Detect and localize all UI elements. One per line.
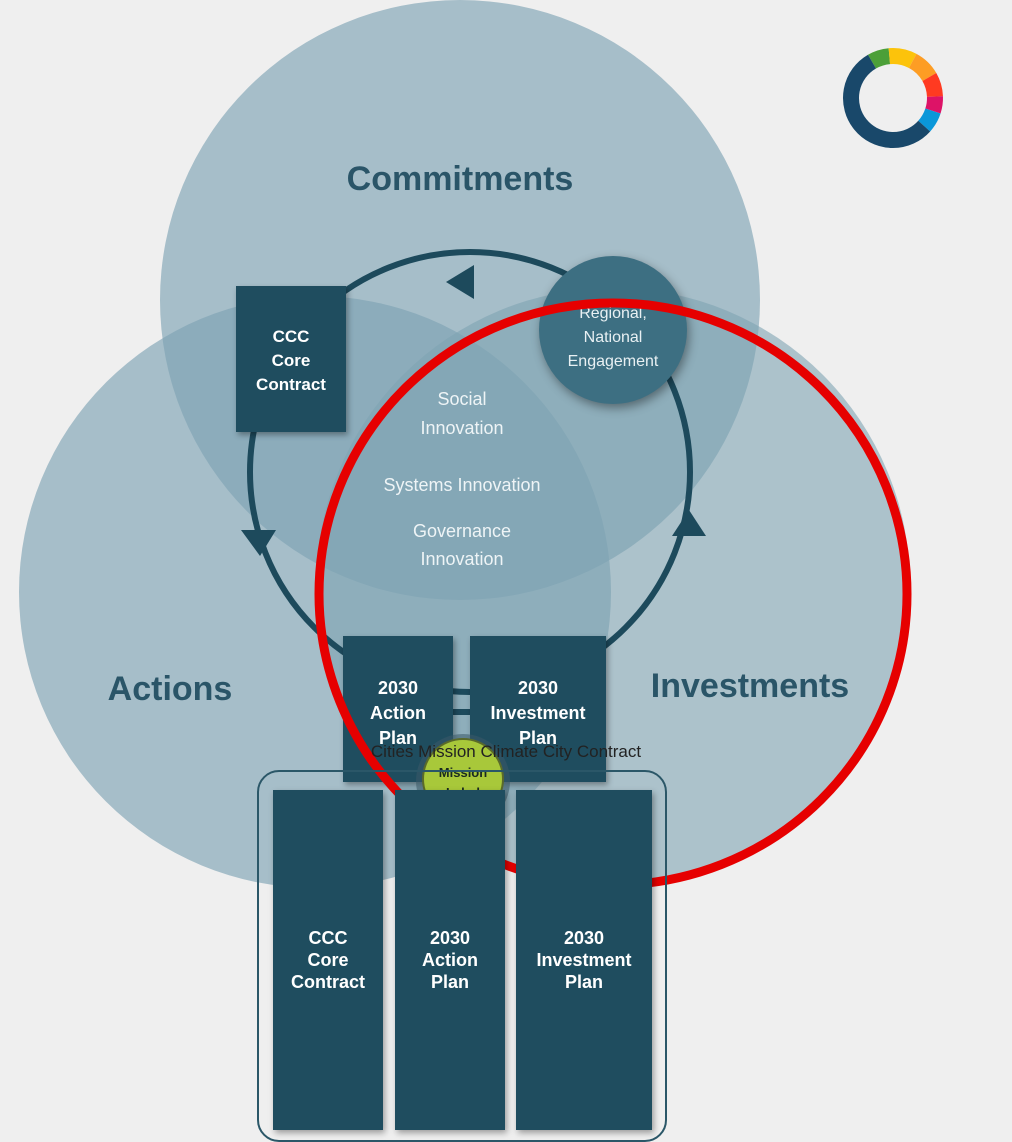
commitments-title: Commitments xyxy=(347,160,574,198)
logo-segment xyxy=(888,48,917,69)
social-innovation-line-2: Innovation xyxy=(420,418,503,438)
innovation-labels: Social Innovation Systems Innovation Gov… xyxy=(383,389,540,569)
bottom-action-line-3: Plan xyxy=(430,972,469,992)
cycle-arrow-right xyxy=(672,510,706,536)
bottom-ccc-line-2: Core xyxy=(307,950,349,970)
social-innovation-line-1: Social xyxy=(437,389,486,409)
action-plan-line-1: 2030 xyxy=(378,678,418,698)
logo-segment xyxy=(925,96,943,114)
investments-title: Investments xyxy=(651,667,849,705)
bottom-ccc-core-contract-box: CCC Core Contract xyxy=(273,790,383,1130)
investments-circle xyxy=(316,288,910,882)
ccc-line-3: Contract xyxy=(256,375,326,394)
engagement-line-2: National xyxy=(584,329,643,346)
colorful-ring-logo xyxy=(843,48,943,148)
bottom-action-line-1: 2030 xyxy=(429,928,471,948)
governance-innovation-line-2: Innovation xyxy=(420,549,503,569)
ccc-line-1: CCC xyxy=(273,327,310,346)
contract-frame xyxy=(257,770,667,1142)
mission-label-line-1: Mission xyxy=(439,765,487,780)
logo-segment xyxy=(918,108,941,132)
investment-plan-line-2: Investment xyxy=(490,703,585,723)
ccc-core-contract-box: CCC Core Contract xyxy=(236,286,346,432)
action-plan-line-2: Action xyxy=(370,703,426,723)
bottom-investment-line-3: Plan xyxy=(564,972,603,992)
governance-innovation-line-1: Governance xyxy=(413,521,511,541)
bottom-investment-plan-box: 2030 Investment Plan xyxy=(516,790,652,1130)
bottom-ccc-line-1: CCC xyxy=(308,928,348,948)
cycle-arrow-left xyxy=(241,530,276,556)
logo-segment xyxy=(908,53,937,82)
bottom-investment-line-1: 2030 xyxy=(563,928,605,948)
engagement-line-1: Regional, xyxy=(579,305,647,322)
investment-plan-line-1: 2030 xyxy=(518,678,558,698)
actions-title: Actions xyxy=(108,670,233,708)
logo-segment xyxy=(843,54,931,148)
bottom-investment-line-2: Investment xyxy=(536,950,632,970)
systems-innovation: Systems Innovation xyxy=(383,475,540,495)
logo-segment xyxy=(868,48,891,69)
bottom-action-plan-box: 2030 Action Plan xyxy=(395,790,505,1130)
engagement-circle: Regional, National Engagement xyxy=(539,256,687,404)
logo-segment xyxy=(922,73,943,98)
action-plan-line-3: Plan xyxy=(379,728,417,748)
bottom-caption: Cities Mission Climate City Contract xyxy=(370,742,642,761)
cycle-arrow-top xyxy=(446,265,474,299)
bottom-ccc-line-3: Contract xyxy=(290,972,365,992)
engagement-line-3: Engagement xyxy=(568,353,659,370)
ccc-line-2: Core xyxy=(272,351,311,370)
investment-plan-line-3: Plan xyxy=(519,728,557,748)
bottom-action-line-2: Action xyxy=(422,950,478,970)
